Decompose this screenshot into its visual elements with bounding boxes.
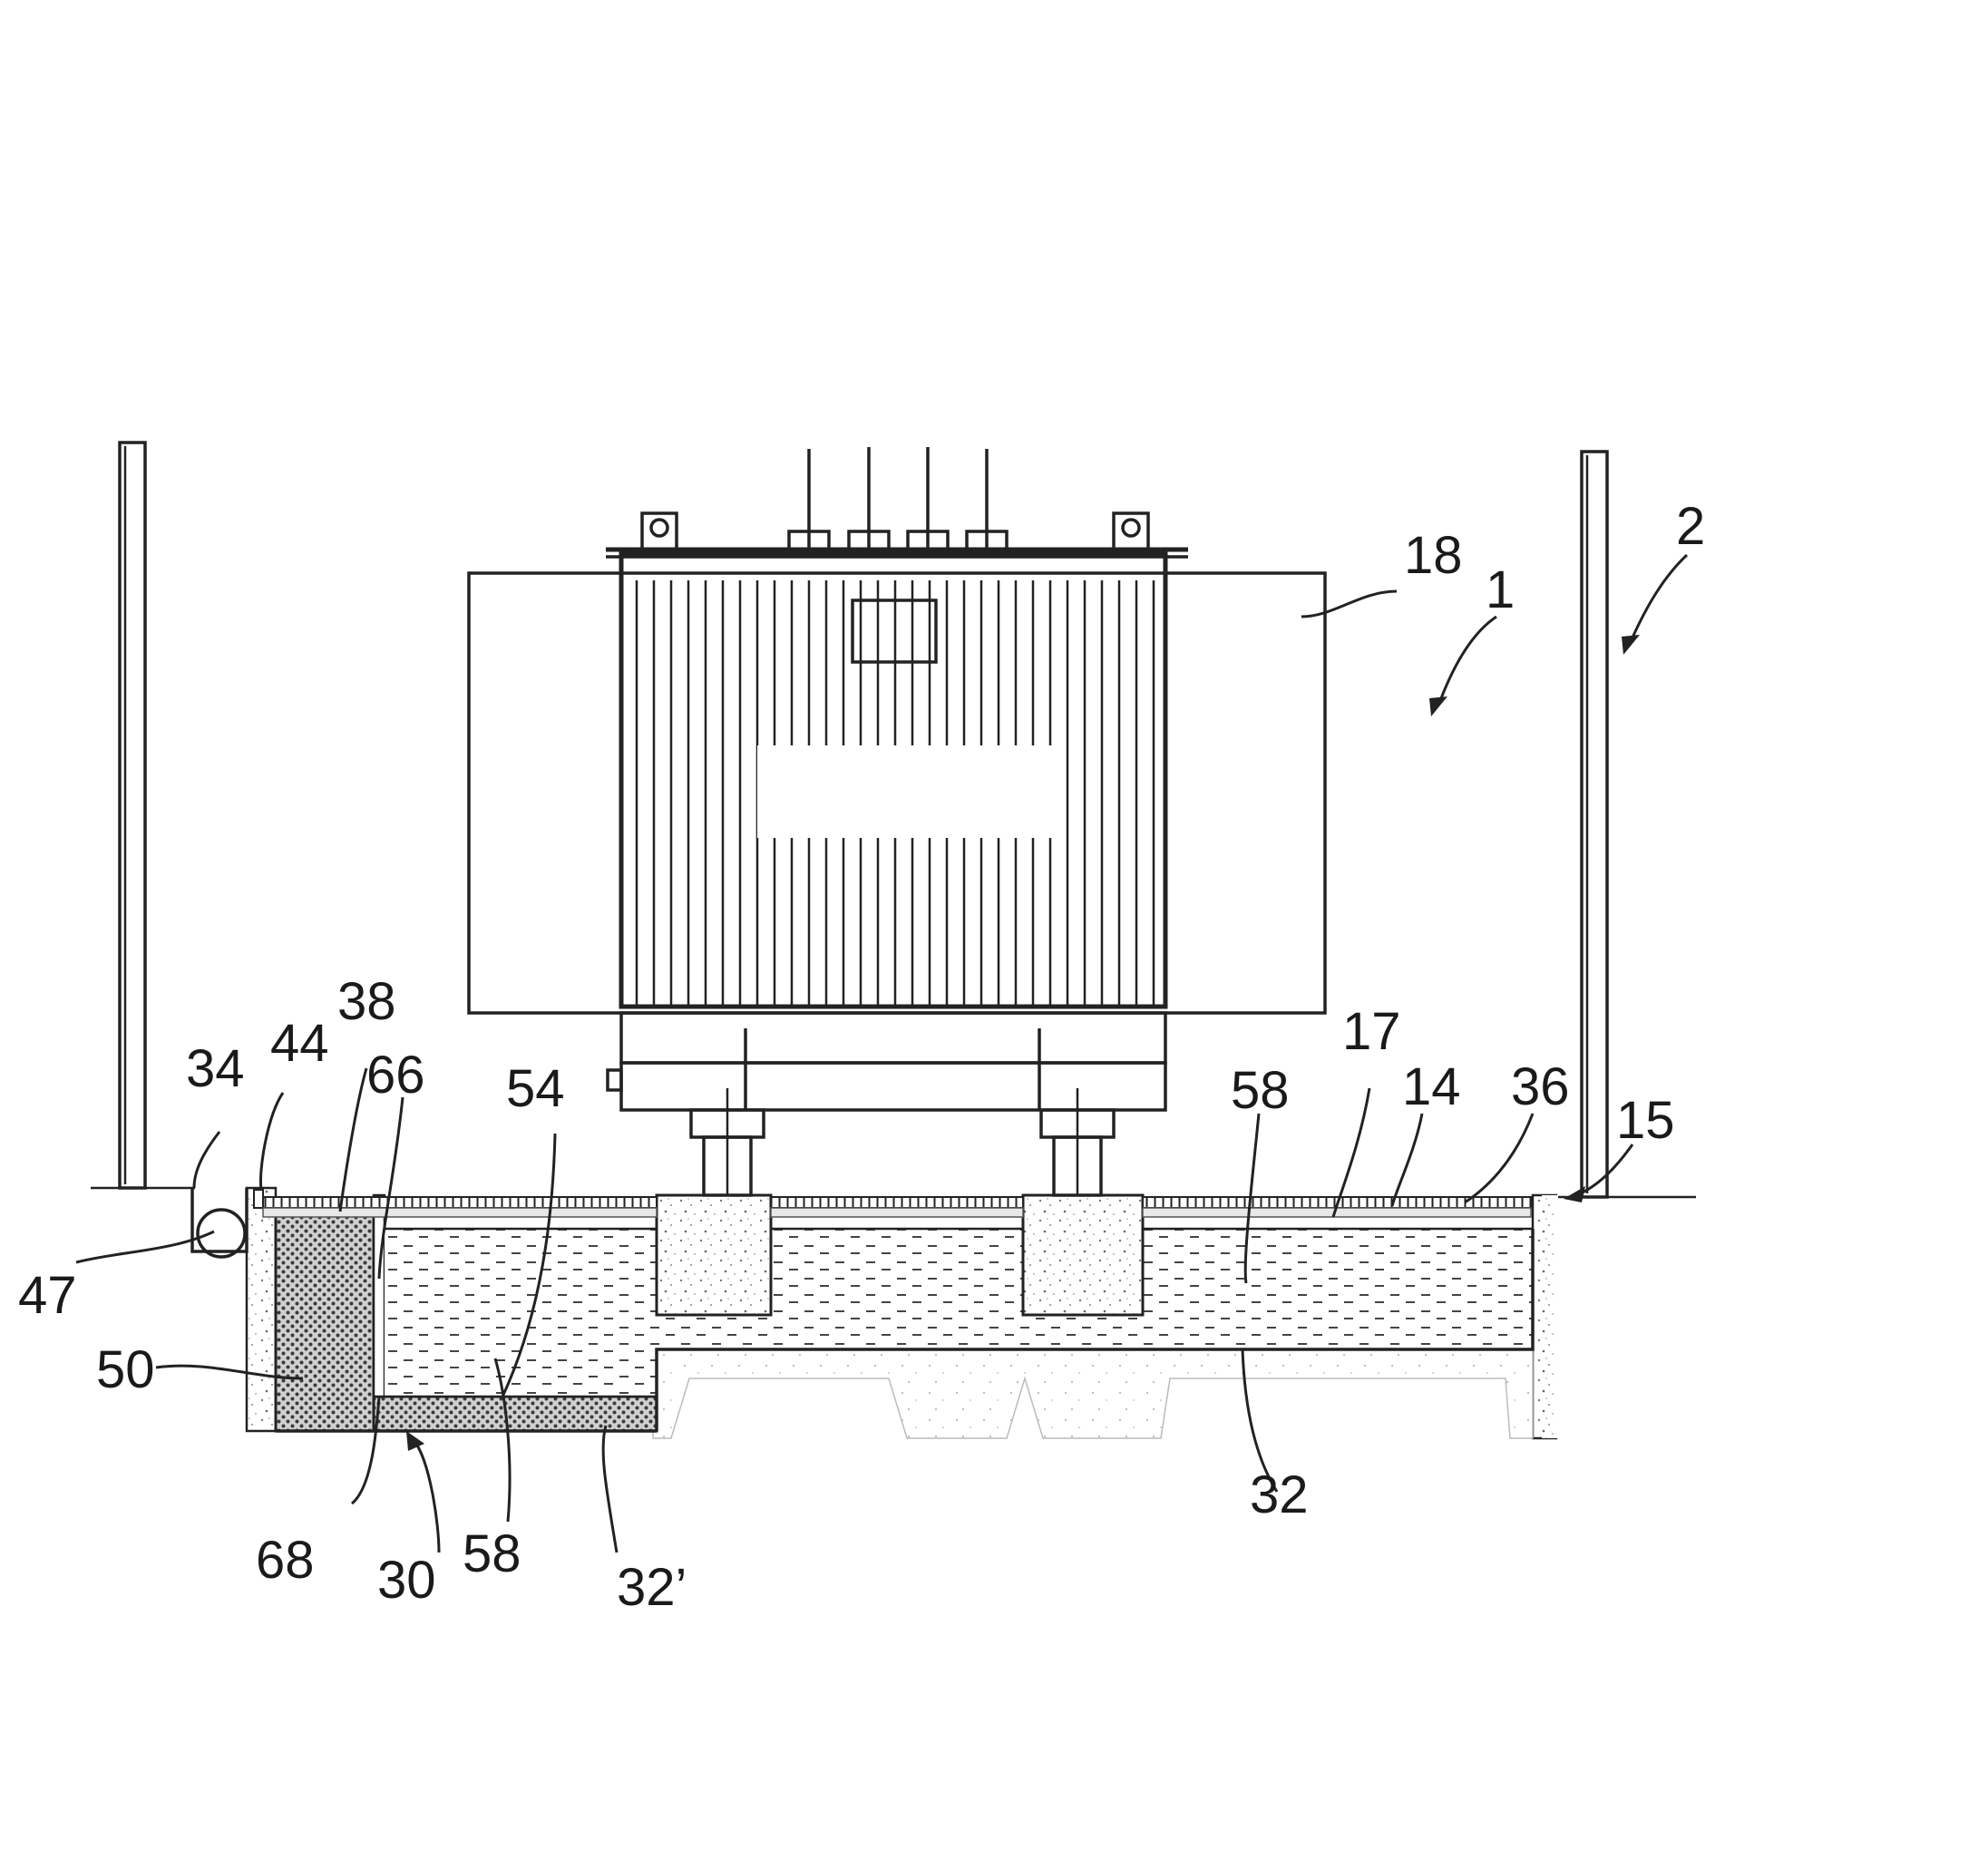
leader-2 (1629, 555, 1687, 646)
leader-30 (414, 1440, 439, 1553)
drain-pipe (198, 1210, 245, 1257)
label-30: 30 (377, 1551, 436, 1610)
leader-14 (1392, 1114, 1422, 1206)
label-1: 1 (1486, 560, 1515, 619)
leader-1 (1438, 617, 1496, 706)
label-34: 34 (186, 1039, 245, 1098)
feet (691, 1088, 1114, 1195)
label-38: 38 (337, 972, 396, 1031)
label-14: 14 (1402, 1057, 1461, 1116)
label-58-right: 58 (1231, 1061, 1290, 1120)
label-47: 47 (18, 1266, 77, 1325)
grating-cover (254, 1190, 1531, 1217)
lifting-lugs (642, 513, 1148, 550)
label-blank (757, 745, 1057, 838)
label-68: 68 (256, 1531, 315, 1590)
plinth-left (657, 1195, 771, 1315)
baffle-wall (374, 1195, 385, 1397)
transformer (469, 447, 1325, 1195)
label-18: 18 (1404, 526, 1463, 585)
label-17: 17 (1342, 1002, 1401, 1061)
fence-post-right (1582, 452, 1607, 1197)
label-50: 50 (96, 1340, 155, 1399)
leader-18 (1301, 591, 1397, 617)
ground-line (91, 1188, 1696, 1197)
bushings (789, 447, 1007, 550)
label-58-bottom: 58 (463, 1524, 521, 1583)
label-2: 2 (1676, 497, 1705, 556)
leader-38 (340, 1068, 366, 1212)
drain-channel (192, 1188, 247, 1257)
base-frame (608, 1013, 1165, 1110)
label-44: 44 (270, 1014, 329, 1073)
leader-34 (194, 1132, 219, 1188)
label-36: 36 (1511, 1057, 1570, 1116)
fence-post-left (120, 443, 145, 1188)
label-15: 15 (1616, 1091, 1675, 1150)
label-32: 32 (1250, 1465, 1309, 1524)
label-54: 54 (506, 1059, 565, 1118)
plinth-right (1023, 1195, 1143, 1315)
label-32p: 32’ (617, 1558, 687, 1617)
leader-44 (260, 1093, 283, 1190)
leader-36 (1465, 1114, 1533, 1202)
leader-32p (603, 1426, 617, 1553)
label-66: 66 (366, 1046, 425, 1105)
